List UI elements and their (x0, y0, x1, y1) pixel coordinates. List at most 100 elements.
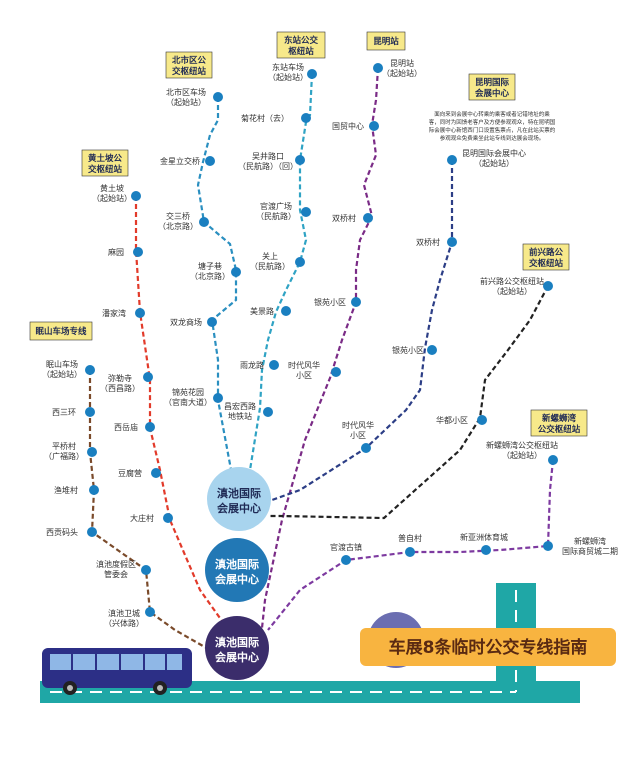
svg-text:北市区车场: 北市区车场 (166, 87, 206, 97)
station-marker[interactable] (263, 407, 273, 417)
svg-text:时代风华: 时代风华 (288, 360, 320, 370)
svg-text:东站公交: 东站公交 (284, 35, 319, 46)
svg-text:官渡广场: 官渡广场 (260, 201, 292, 211)
station-marker[interactable] (481, 545, 491, 555)
svg-text:（西昌路）: （西昌路） (100, 383, 140, 393)
station-marker[interactable] (87, 527, 97, 537)
station-marker[interactable] (447, 237, 457, 247)
station-marker[interactable] (548, 455, 558, 465)
svg-text:（起始站）: （起始站） (382, 68, 422, 78)
svg-text:（起始站）: （起始站） (268, 72, 308, 82)
station-marker[interactable] (89, 485, 99, 495)
station-marker[interactable] (301, 113, 311, 123)
svg-text:（起始站）: （起始站） (502, 450, 542, 460)
svg-text:美景路: 美景路 (250, 306, 274, 316)
hub-mid-line1: 滇池国际 (215, 557, 259, 571)
hub-bottom[interactable]: 滇池国际 会展中心 (205, 616, 269, 680)
svg-text:前兴路公: 前兴路公 (529, 247, 564, 258)
station-marker[interactable] (141, 565, 151, 575)
station-marker[interactable] (341, 555, 351, 565)
station-marker[interactable] (373, 63, 383, 73)
station-marker[interactable] (87, 447, 97, 457)
station-marker[interactable] (363, 213, 373, 223)
svg-text:银苑小区: 银苑小区 (392, 345, 424, 355)
title-banner: 车展8条临时公交专线指南 (360, 628, 616, 666)
station-marker[interactable] (205, 156, 215, 166)
station-marker[interactable] (361, 443, 371, 453)
route-xinluoshi (267, 459, 555, 631)
svg-text:面向来到会展中心转乘的乘客或者记错地址的乘: 面向来到会展中心转乘的乘客或者记错地址的乘 (434, 110, 550, 118)
station-marker[interactable] (207, 317, 217, 327)
hub-top[interactable]: 滇池国际 会展中心 (207, 467, 271, 531)
station-marker[interactable] (131, 191, 141, 201)
svg-text:地铁站: 地铁站 (228, 411, 252, 421)
station-marker[interactable] (351, 297, 361, 307)
svg-text:黄土坡: 黄土坡 (100, 183, 124, 193)
station-marker[interactable] (331, 367, 341, 377)
svg-text:西岳庙: 西岳庙 (114, 422, 138, 432)
svg-text:渔堆村: 渔堆村 (54, 485, 78, 495)
station-marker[interactable] (447, 155, 457, 165)
svg-text:（起始站）: （起始站） (42, 369, 82, 379)
svg-text:新亚洲体育城: 新亚洲体育城 (460, 532, 508, 542)
station-marker[interactable] (145, 422, 155, 432)
svg-text:华都小区: 华都小区 (436, 415, 468, 425)
station-marker[interactable] (213, 92, 223, 102)
station-marker[interactable] (145, 607, 155, 617)
svg-text:交三桥: 交三桥 (166, 211, 190, 221)
svg-text:参观观众免费乘坐此站专线到达展会现场。: 参观观众免费乘坐此站专线到达展会现场。 (440, 134, 545, 142)
station-marker[interactable] (151, 468, 161, 478)
svg-text:会展中心: 会展中心 (474, 88, 510, 99)
station-marker[interactable] (213, 393, 223, 403)
station-marker[interactable] (85, 407, 95, 417)
station-marker[interactable] (269, 360, 279, 370)
route-dongzhan (248, 73, 314, 471)
station-marker[interactable] (369, 121, 379, 131)
station-marker[interactable] (307, 69, 317, 79)
station-marker[interactable] (301, 207, 311, 217)
station-marker[interactable] (143, 372, 153, 382)
svg-text:双桥村: 双桥村 (332, 213, 356, 223)
svg-text:平桥村: 平桥村 (52, 441, 76, 451)
header-dongzhan: 东站公交 枢纽站 (276, 31, 326, 59)
page-title: 车展8条临时公交专线指南 (389, 637, 588, 658)
svg-text:小区: 小区 (350, 431, 366, 440)
hub-top-line2: 会展中心 (217, 501, 261, 515)
station-marker[interactable] (199, 217, 209, 227)
hub-mid[interactable]: 滇池国际 会展中心 (205, 538, 269, 602)
svg-text:昆明站: 昆明站 (390, 58, 414, 68)
station-marker[interactable] (543, 541, 553, 551)
station-marker[interactable] (543, 281, 553, 291)
svg-text:（起始站）: （起始站） (474, 158, 514, 168)
station-marker[interactable] (477, 415, 487, 425)
station-marker[interactable] (85, 365, 95, 375)
station-marker[interactable] (295, 155, 305, 165)
station-marker[interactable] (295, 257, 305, 267)
station-marker[interactable] (133, 247, 143, 257)
svg-text:关上: 关上 (262, 251, 278, 261)
svg-text:（起始站）: （起始站） (492, 286, 532, 296)
svg-text:新螺蛳湾: 新螺蛳湾 (542, 413, 577, 424)
station-marker[interactable] (281, 306, 291, 316)
svg-text:交枢纽站: 交枢纽站 (88, 164, 123, 175)
station-marker[interactable] (231, 267, 241, 277)
svg-text:公交枢纽站: 公交枢纽站 (538, 424, 581, 435)
svg-text:眠山车场专线: 眠山车场专线 (35, 326, 87, 337)
header-huangtupo: 黄土坡公 交枢纽站 (81, 149, 129, 177)
bus-icon (42, 648, 192, 695)
station-marker[interactable] (405, 547, 415, 557)
svg-text:交枢纽站: 交枢纽站 (172, 66, 207, 77)
header-expo: 昆明国际 会展中心 (468, 73, 516, 101)
info-note: 面向来到会展中心转乘的乘客或者记错地址的乘 客，同时为回馈老客户及方便参观观众，… (429, 110, 556, 142)
header-qianxing: 前兴路公 交枢纽站 (522, 243, 570, 271)
svg-text:（民航路）（回）: （民航路）（回） (238, 161, 298, 171)
svg-text:（起始站）: （起始站） (92, 193, 132, 203)
svg-text:国际商贸城二期: 国际商贸城二期 (562, 546, 618, 556)
station-marker[interactable] (135, 308, 145, 318)
station-marker[interactable] (163, 513, 173, 523)
station-marker[interactable] (427, 345, 437, 355)
svg-text:西三环: 西三环 (52, 408, 76, 417)
svg-text:金星立交桥: 金星立交桥 (160, 156, 200, 166)
header-beishiqu: 北市区公 交枢纽站 (165, 51, 213, 79)
